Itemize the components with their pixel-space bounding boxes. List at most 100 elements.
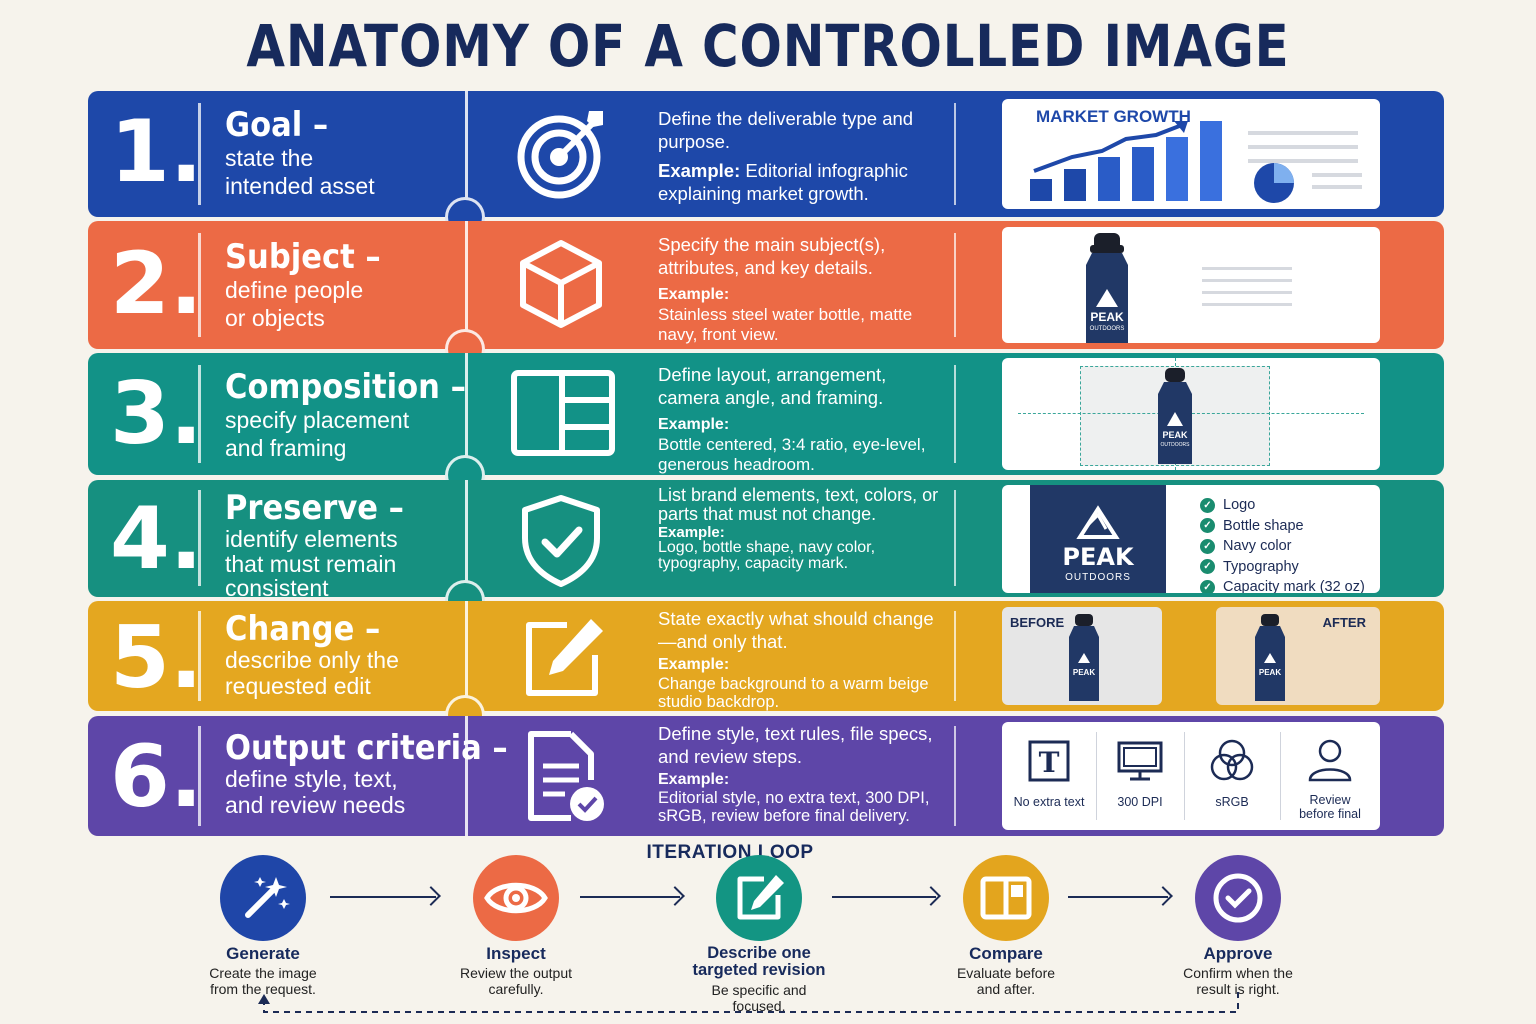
row-description: Define the deliverable type and purpose.	[658, 108, 914, 153]
example-label: Example:	[658, 771, 730, 789]
criteria-item: T No extra text	[1002, 722, 1096, 830]
column-divider	[954, 726, 956, 826]
document-check-icon	[528, 731, 604, 821]
step-description: Create the image from the request.	[209, 964, 317, 997]
row-heading: Composition –	[225, 367, 466, 407]
placeholder-line	[1202, 267, 1292, 270]
step-description: Confirm when the result is right.	[1183, 964, 1293, 997]
loop-back-arrow	[258, 992, 1239, 1013]
edit-icon	[526, 619, 603, 696]
row-divider	[198, 611, 201, 701]
monitor-icon	[1117, 741, 1163, 781]
before-image: BEFORE PEAK	[1002, 607, 1162, 705]
row-description: State exactly what should change—and onl…	[658, 608, 934, 653]
check-icon: ✓	[1200, 559, 1215, 575]
row-subheading: state the intended asset	[225, 145, 375, 200]
water-bottle-icon: PEAK OUTDOORS	[1158, 368, 1192, 464]
criteria-divider	[1184, 732, 1185, 820]
criteria-item: 300 DPI	[1096, 722, 1184, 830]
criteria-item: Review before final	[1280, 722, 1380, 830]
step-description: Review the output carefully.	[459, 964, 573, 997]
example-panel-chart: MARKET GROWTH	[1002, 99, 1380, 209]
example-panel-preserve: PEAK OUTDOORS ✓Logo ✓Bottle shape ✓Navy …	[1002, 485, 1380, 593]
checklist-item: ✓Typography	[1200, 557, 1365, 578]
example-label: Example:	[658, 416, 730, 434]
text-icon: T	[1028, 740, 1070, 782]
example-label: Example:	[658, 286, 730, 304]
row-divider	[198, 490, 201, 586]
example-panel-composition: PEAK OUTDOORS	[1002, 358, 1380, 470]
placeholder-line	[1202, 291, 1292, 294]
step-number: 6.	[110, 727, 203, 827]
column-divider	[465, 91, 468, 217]
column-divider	[465, 353, 468, 475]
row-heading: Preserve –	[225, 488, 404, 528]
row-divider	[198, 365, 201, 463]
layout-grid-icon	[511, 370, 615, 456]
row-subheading: identify elements that must remain consi…	[225, 526, 398, 601]
water-bottle-icon: PEAK	[1255, 614, 1285, 701]
row-heading: Goal –	[225, 105, 329, 145]
arrow-right-icon	[1172, 653, 1206, 667]
water-bottle-icon: PEAK OUTDOORS	[1086, 233, 1128, 343]
compare-icon	[963, 855, 1049, 941]
check-icon: ✓	[1200, 538, 1215, 554]
row-heading: Subject –	[225, 237, 381, 277]
svg-text:T: T	[1039, 746, 1060, 779]
edit-icon	[716, 855, 802, 941]
arrow-right-icon	[330, 896, 436, 898]
preserve-checklist: ✓Logo ✓Bottle shape ✓Navy color ✓Typogra…	[1200, 495, 1365, 593]
color-circles-icon	[1210, 739, 1254, 781]
row-heading: Change –	[225, 609, 381, 649]
placeholder-line	[1202, 279, 1292, 282]
magic-wand-icon	[220, 855, 306, 941]
criteria-item: sRGB	[1184, 722, 1280, 830]
bottle-brand-text: PEAK	[1259, 668, 1281, 677]
step-number: 3.	[110, 364, 203, 464]
check-circle-icon	[1195, 855, 1281, 941]
row-description: List brand elements, text, colors, or pa…	[658, 485, 939, 524]
column-divider	[954, 103, 956, 205]
loop-step-inspect: Inspect Review the output carefully.	[416, 855, 616, 997]
example-text: Stainless steel water bottle, matte navy…	[658, 305, 913, 344]
loop-step-describe-revision: Describe one targeted revision Be specif…	[659, 855, 859, 1014]
loop-step-generate: Generate Create the image from the reque…	[163, 855, 363, 997]
arrow-right-icon	[1068, 896, 1168, 898]
check-icon: ✓	[1200, 518, 1215, 534]
loop-step-compare: Compare Evaluate before and after.	[906, 855, 1106, 997]
check-icon: ✓	[1200, 497, 1215, 513]
after-label: AFTER	[1322, 615, 1366, 630]
criteria-divider	[1096, 732, 1097, 820]
bottle-brand-text: PEAK	[1073, 668, 1095, 677]
criteria-divider	[1280, 732, 1281, 820]
user-icon	[1308, 739, 1352, 782]
example-text: Change background to a warm beige studio…	[658, 675, 929, 712]
column-divider	[954, 233, 956, 337]
target-icon	[517, 111, 603, 199]
row-composition: 3. Composition – specify placement and f…	[88, 353, 1444, 495]
column-divider	[954, 490, 956, 586]
row-description: Define style, text rules, file specs, an…	[658, 723, 933, 768]
example-text: Editorial infographic explaining market …	[658, 160, 908, 205]
step-number: 2.	[110, 234, 203, 334]
row-subheading: define style, text, and review needs	[225, 766, 406, 819]
column-divider	[465, 716, 468, 836]
row-description: Define layout, arrangement, camera angle…	[658, 364, 887, 409]
row-divider	[198, 726, 201, 826]
row-subheading: specify placement and framing	[225, 407, 410, 462]
row-subheading: describe only the requested edit	[225, 647, 399, 699]
row-preserve: 4. Preserve – identify elements that mus…	[88, 480, 1444, 620]
row-subheading: define people or objects	[225, 277, 364, 332]
column-divider	[954, 365, 956, 463]
bottle-brand-text: PEAK	[1062, 543, 1135, 571]
after-image: AFTER PEAK	[1216, 607, 1380, 705]
row-divider	[198, 103, 201, 205]
arrow-right-icon	[580, 896, 680, 898]
step-description: Evaluate before and after.	[956, 964, 1056, 997]
bottle-brand-tag: OUTDOORS	[1090, 326, 1125, 332]
column-divider	[465, 480, 468, 597]
loop-step-approve: Approve Confirm when the result is right…	[1138, 855, 1338, 997]
example-label: Example:	[658, 524, 725, 541]
row-heading: Output criteria –	[225, 728, 508, 768]
panel-chart-title: MARKET GROWTH	[1036, 107, 1191, 126]
